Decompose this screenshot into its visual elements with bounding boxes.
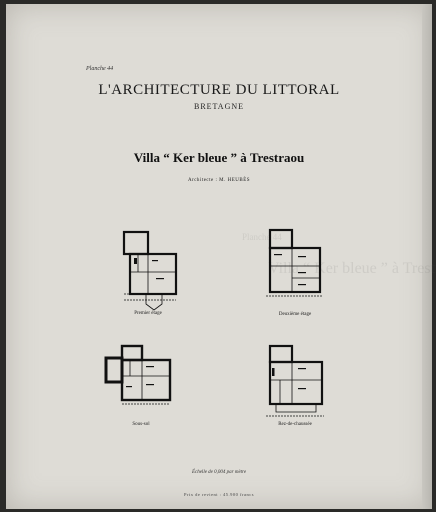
floor-plan-sous-sol	[102, 342, 182, 408]
plate-number: Planche 44	[86, 66, 114, 72]
show-through-text: Planche 44	[242, 232, 282, 242]
plan-caption-rez-de-chaussee: Rez-de-chaussée	[278, 422, 312, 427]
price-note: Prix de revient : 45.900 francs	[184, 492, 254, 497]
main-title: L'ARCHITECTURE DU LITTORAL	[98, 82, 340, 98]
plan-caption-sous-sol: Sous-sol	[132, 422, 150, 427]
show-through-title: Villa “ Ker bleue ” à Trestraou	[268, 260, 436, 277]
plate-sheet: Planche 44 L'ARCHITECTURE DU LITTORAL BR…	[6, 4, 436, 509]
villa-title: Villa “ Ker bleue ” à Trestraou	[133, 150, 305, 165]
floor-plan-deuxieme-etage	[262, 226, 326, 300]
region-subtitle: BRETAGNE	[193, 102, 245, 111]
floor-plan-rez-de-chaussee	[262, 342, 328, 420]
plan-caption-deuxieme-etage: Deuxième étage	[278, 312, 312, 317]
page-edge	[422, 4, 432, 509]
plan-caption-premier-etage: Premier étage	[134, 311, 162, 316]
architect-credit: Architecte : M. HEUBÈS	[187, 178, 251, 183]
floor-plan-premier-etage	[116, 228, 180, 316]
scale-note: Échelle de 0,004 par mètre	[191, 470, 247, 475]
